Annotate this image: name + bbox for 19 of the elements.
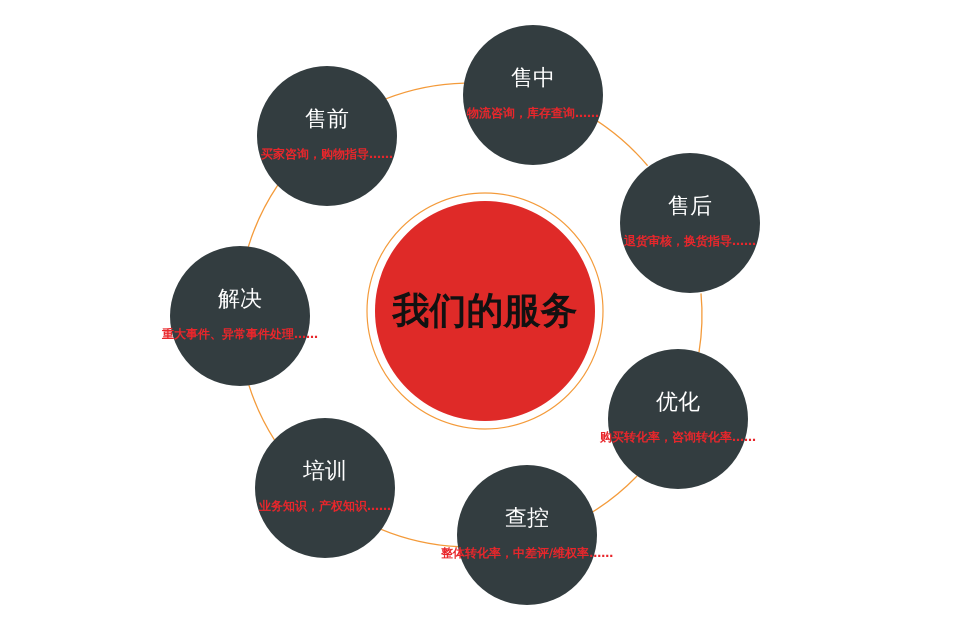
circle-title: 优化 [655,389,701,417]
connector-arc [386,82,464,100]
connector-arc [592,475,638,513]
connector-arc [248,384,276,441]
circle-description: 买家咨询，购物指导…… [261,146,393,163]
circle-title: 售中 [510,65,556,93]
connector-arc [380,528,459,548]
circle-description: 业务知识，产权知识…… [259,498,391,515]
circle-title: 售前 [304,106,350,134]
circle-description: 退货审核，换货指导…… [624,233,756,250]
circle-title: 解决 [217,286,263,314]
connector-arc [597,120,648,166]
circle-description: 物流咨询，库存查询…… [467,105,599,122]
circle-title: 查控 [504,505,550,533]
connector-arc [248,184,278,248]
circle-title: 售后 [667,193,713,221]
connector-arc [698,293,703,352]
circle-title: 培训 [302,458,348,486]
center-title: 我们的服务 [392,288,578,334]
